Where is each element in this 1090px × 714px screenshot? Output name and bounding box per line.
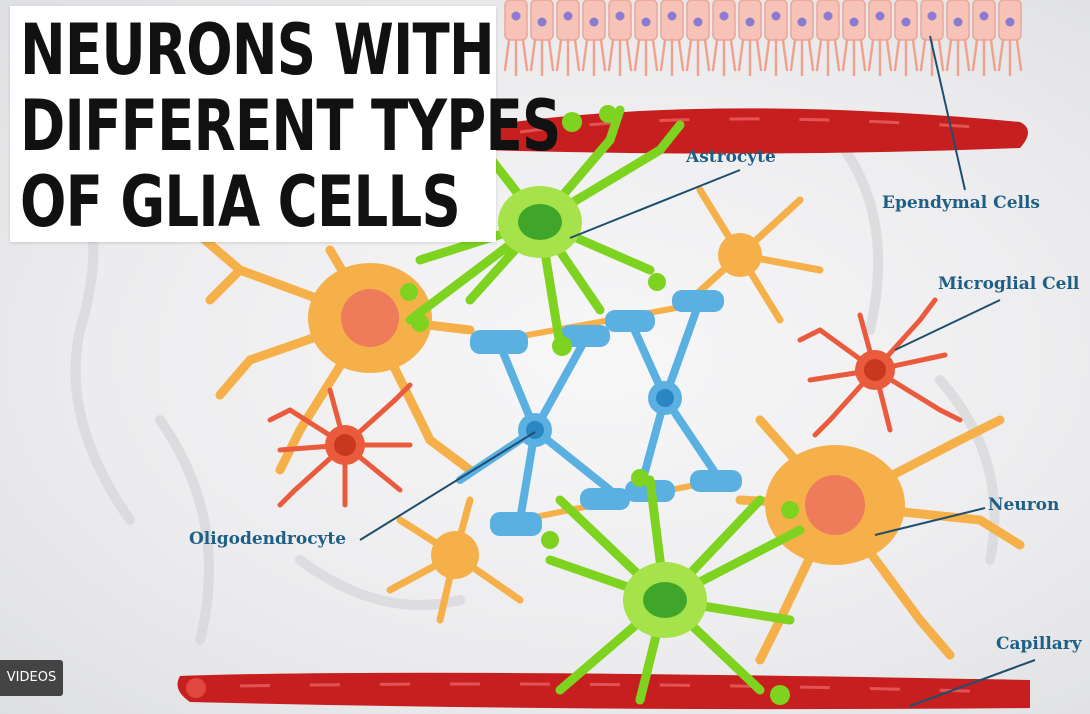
ependymal-cell — [893, 0, 919, 77]
oligodendrocyte — [456, 290, 742, 536]
ependymal-cell — [529, 0, 555, 77]
ependymal-cell — [711, 0, 737, 77]
neuron-nucleus — [805, 475, 865, 535]
astrocyte-bottom — [541, 469, 805, 705]
label-astrocyte: Astrocyte — [686, 147, 776, 167]
astrocyte-leader — [569, 169, 741, 239]
ependymal-cell — [503, 0, 529, 77]
ependymal-cell — [945, 0, 971, 77]
oligodendrocyte-leader — [359, 431, 536, 541]
label-microglial-cell: Microglial Cell — [938, 274, 1080, 294]
label-capillary: Capillary — [996, 634, 1082, 654]
ependymal-cell — [737, 0, 763, 77]
ependymal-cell — [763, 0, 789, 77]
ependymal-cell — [997, 0, 1023, 77]
ependymal-cell — [581, 0, 607, 77]
ependymal-cells — [503, 0, 1023, 77]
microglial-cell-right — [797, 297, 963, 438]
ependymal-cell — [659, 0, 685, 77]
ependymal-cell — [555, 0, 581, 77]
ependymal-cell — [867, 0, 893, 77]
microglial-leader — [894, 299, 1001, 351]
neuron-bottom-left — [386, 496, 524, 624]
title-line-1: NEURONS WITH — [20, 9, 495, 91]
ependymal-cell — [789, 0, 815, 77]
label-neuron: Neuron — [988, 495, 1060, 515]
ependymal-leader — [929, 35, 966, 191]
ependymal-cell — [633, 0, 659, 77]
ependymal-cell — [685, 0, 711, 77]
title-card: NEURONS WITH DIFFERENT TYPES OF GLIA CEL… — [10, 6, 561, 243]
ependymal-cell — [971, 0, 997, 77]
ependymal-cell — [919, 0, 945, 77]
ependymal-cell — [841, 0, 867, 77]
neuron-leader — [874, 507, 986, 536]
ependymal-cell — [815, 0, 841, 77]
videos-button[interactable]: VIDEOS — [0, 660, 63, 696]
capillary-leader — [909, 659, 1036, 707]
ependymal-cell — [607, 0, 633, 77]
leader-lines — [359, 35, 1036, 707]
neuron-nucleus — [341, 289, 399, 347]
label-ependymal-cells: Ependymal Cells — [882, 193, 1040, 213]
label-oligodendrocyte: Oligodendrocyte — [189, 529, 347, 549]
bottom-capillary — [177, 672, 1031, 710]
microglial-cell-left — [267, 382, 413, 508]
title-line-2: DIFFERENT TYPES — [20, 85, 561, 167]
title-line-3: OF GLIA CELLS — [20, 161, 461, 243]
